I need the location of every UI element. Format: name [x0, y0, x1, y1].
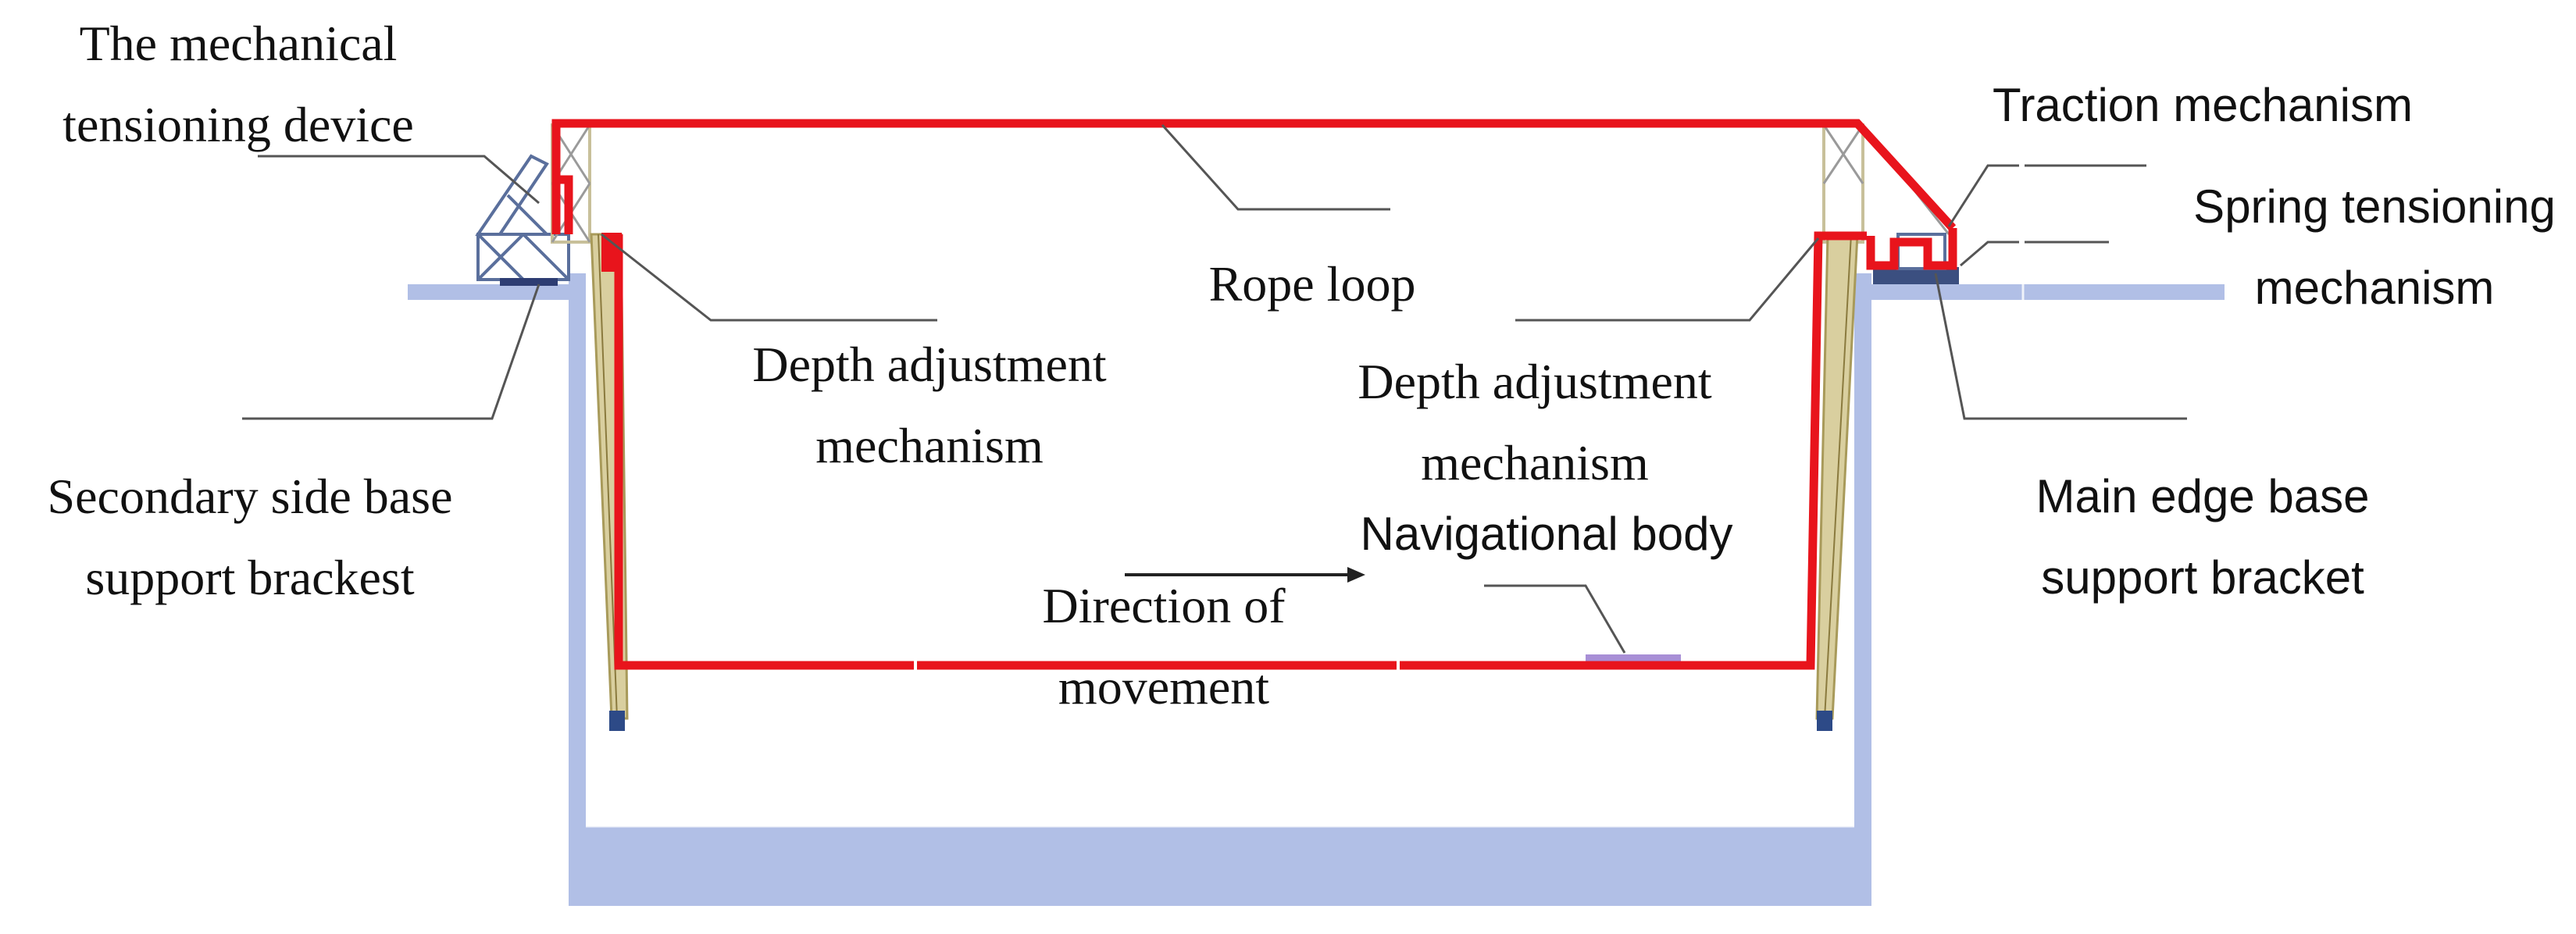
- label-direction-of-movement: Direction of movement: [1042, 578, 1286, 715]
- leader-traction: [1947, 164, 2019, 227]
- rope-gaps: [914, 658, 1400, 673]
- pool-right-wall: [1854, 273, 1871, 906]
- label-mechanical-tensioning-device: The mechanical tensioning device: [62, 16, 414, 152]
- leader-lines: [242, 123, 2187, 654]
- direction-arrow: [1125, 567, 1365, 583]
- leader-secondary: [242, 283, 541, 420]
- label-main-edge-support: Main edge base support bracket: [2035, 470, 2370, 604]
- label-traction-mechanism: Traction mechanism: [1993, 79, 2413, 131]
- rope-loop: [551, 119, 1957, 670]
- label-depth-adjustment-left: Depth adjustment mechanism: [752, 337, 1107, 473]
- leader-nav: [1484, 584, 1626, 654]
- right-ground-slab: [1854, 284, 2225, 300]
- leader-depth-right: [1515, 237, 1820, 322]
- label-navigational-body: Navigational body: [1360, 508, 1733, 560]
- leader-depth-left: [601, 233, 937, 322]
- pool-floor: [569, 826, 1871, 906]
- label-rope-loop: Rope loop: [1208, 256, 1416, 312]
- pool-highlights: [586, 284, 2025, 828]
- label-depth-adjustment-right: Depth adjustment mechanism: [1358, 354, 1712, 490]
- label-secondary-side-support: Secondary side base support brackest: [47, 469, 453, 605]
- leader-spring: [1960, 241, 2019, 267]
- leader-rope-loop: [1161, 123, 1390, 211]
- left-base-bracket: [500, 278, 558, 286]
- label-spring-tensioning-mechanism: Spring tensioning mechanism: [2193, 180, 2556, 314]
- right-tower: [1815, 123, 1950, 731]
- left-ground-slab: [408, 284, 586, 300]
- pool-structure: [408, 273, 2225, 906]
- leader-mech-tension: [258, 155, 540, 205]
- leader-main: [1934, 273, 2187, 420]
- pool-left-wall: [569, 273, 586, 906]
